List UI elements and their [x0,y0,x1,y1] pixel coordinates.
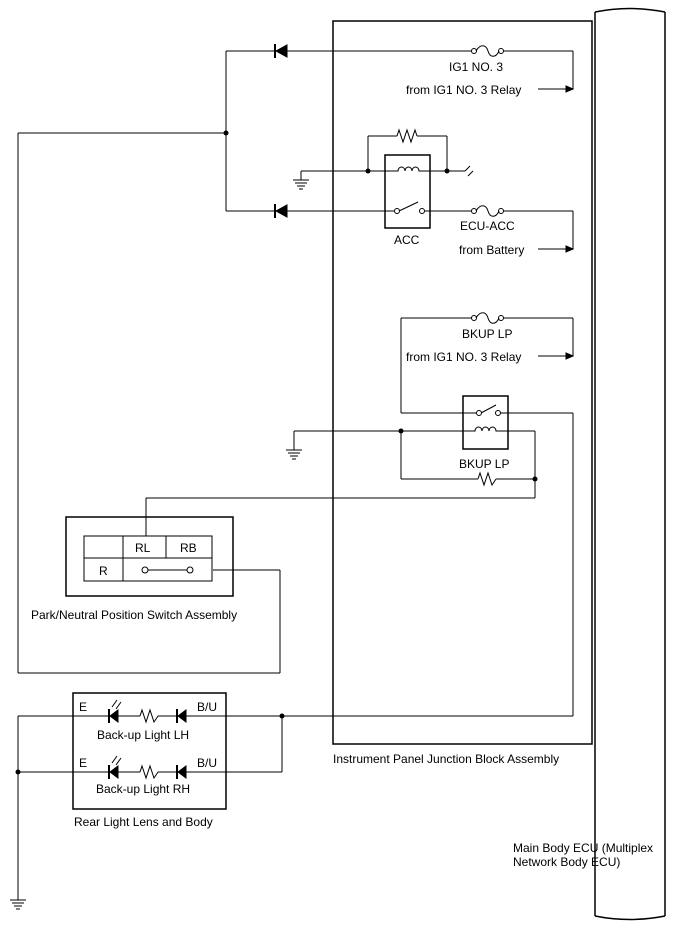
pin-label-e-lh: E [79,700,87,714]
fuse-label-bkup-lp: BKUP LP [462,327,512,341]
switch-col-rb: RB [180,541,197,555]
main-body-ecu-label-line2: Network Body ECU) [513,855,620,869]
led-lamp-icon [108,755,122,779]
fuse-icon [471,45,504,57]
junction-dot [532,476,538,482]
switch-row-r: R [99,564,108,578]
source-label-battery: from Battery [459,243,524,257]
arrow-right-icon [565,85,575,93]
resistor-icon [139,708,159,724]
rear-light-wiring [17,715,283,900]
fuse-label-ecu-acc: ECU-ACC [460,219,515,233]
main-body-ecu [594,7,666,921]
junction-dot [444,168,450,174]
back-up-light-lh-label: Back-up Light LH [97,728,189,742]
resistor-icon [139,764,159,780]
diode-icon [176,709,187,723]
resistor-icon [396,128,418,144]
junction-block-label: Instrument Panel Junction Block Assembly [333,752,559,766]
source-label-ig1-relay: from IG1 NO. 3 Relay [406,83,521,97]
bkup-relay [462,395,509,450]
rear-light-label: Rear Light Lens and Body [74,815,213,829]
fuse-icon [471,312,504,324]
junction-dot [279,713,285,719]
source-label-ig1-relay-2: from IG1 NO. 3 Relay [406,350,521,364]
junction-block-box [332,20,593,745]
junction-dot [398,428,404,434]
arrow-right-icon [565,352,575,360]
park-neutral-switch [65,516,234,597]
pin-label-e-rh: E [79,756,87,770]
ground-icon [10,899,26,910]
park-neutral-switch-label: Park/Neutral Position Switch Assembly [31,608,237,622]
led-lamp-icon [108,699,122,723]
diode-icon [274,44,288,58]
relay-label-bkup-lp: BKUP LP [459,457,509,471]
switch-col-rl: RL [135,541,151,555]
ground-icon [293,179,309,190]
top-wiring [17,50,574,674]
fuse-icon [471,205,504,217]
back-up-light-rh-label: Back-up Light RH [96,782,190,796]
arrow-right-icon [565,245,575,253]
pin-label-bu-lh: B/U [197,700,217,714]
ground-icon [286,449,302,460]
fuse-label-ig1-no3: IG1 NO. 3 [449,60,503,74]
diode-icon [176,765,187,779]
junction-dot [223,130,229,136]
acc-relay [384,154,431,229]
rear-light-box [72,692,227,810]
pin-label-bu-rh: B/U [197,756,217,770]
junction-dot [15,769,21,775]
bkup-wiring [145,317,574,717]
diode-icon [274,204,288,218]
junction-dot [365,168,371,174]
main-body-ecu-label-line1: Main Body ECU (Multiplex [513,841,653,855]
resistor-icon [477,471,497,487]
relay-label-acc: ACC [394,233,420,247]
